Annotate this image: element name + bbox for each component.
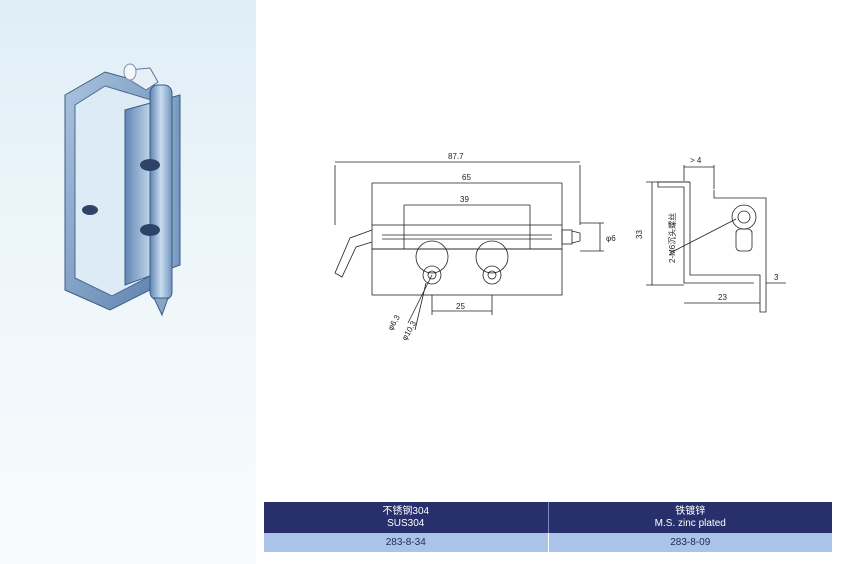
material-en-label: M.S. zinc plated	[654, 518, 726, 529]
dim-body-label: 65	[462, 173, 471, 182]
dim-pin-dia-label: φ6	[606, 234, 616, 243]
technical-drawing: 87.7 65 39 25 φ6 φ6.3 φ10.3 > 4 33 23 3 …	[334, 152, 786, 342]
dim-thickness-label: 3	[774, 273, 779, 282]
spec-table: 不锈钢304 SUS304 铁镀锌 M.S. zinc plated 283-8…	[264, 502, 832, 552]
part-code-stainless: 283-8-34	[264, 533, 549, 552]
dim-hole-small-label: φ6.3	[386, 313, 402, 332]
dim-height-label: 33	[635, 230, 644, 239]
part-code-zinc: 283-8-09	[548, 533, 832, 552]
dim-hole-large-label: φ10.3	[400, 319, 418, 342]
material-cn-label: 铁镀锌	[675, 506, 706, 517]
table-header-zinc: 铁镀锌 M.S. zinc plated	[548, 502, 832, 533]
material-en-label: SUS304	[387, 518, 425, 529]
table-header-row: 不锈钢304 SUS304 铁镀锌 M.S. zinc plated	[264, 502, 832, 533]
material-cn-label: 不锈钢304	[382, 506, 430, 517]
dim-overall-label: 87.7	[448, 152, 464, 161]
dim-center-label: 39	[460, 195, 469, 204]
product-photo-panel	[0, 0, 256, 564]
dim-depth-label: 23	[718, 293, 727, 302]
dim-gap-label: > 4	[690, 156, 702, 165]
hinge-product-image	[64, 63, 181, 317]
dim-hole-pitch-label: 25	[456, 302, 465, 311]
screw-note-label: 2-M6沉头螺丝	[667, 213, 677, 263]
table-row: 283-8-34 283-8-09	[264, 533, 832, 552]
table-header-stainless: 不锈钢304 SUS304	[264, 502, 549, 533]
